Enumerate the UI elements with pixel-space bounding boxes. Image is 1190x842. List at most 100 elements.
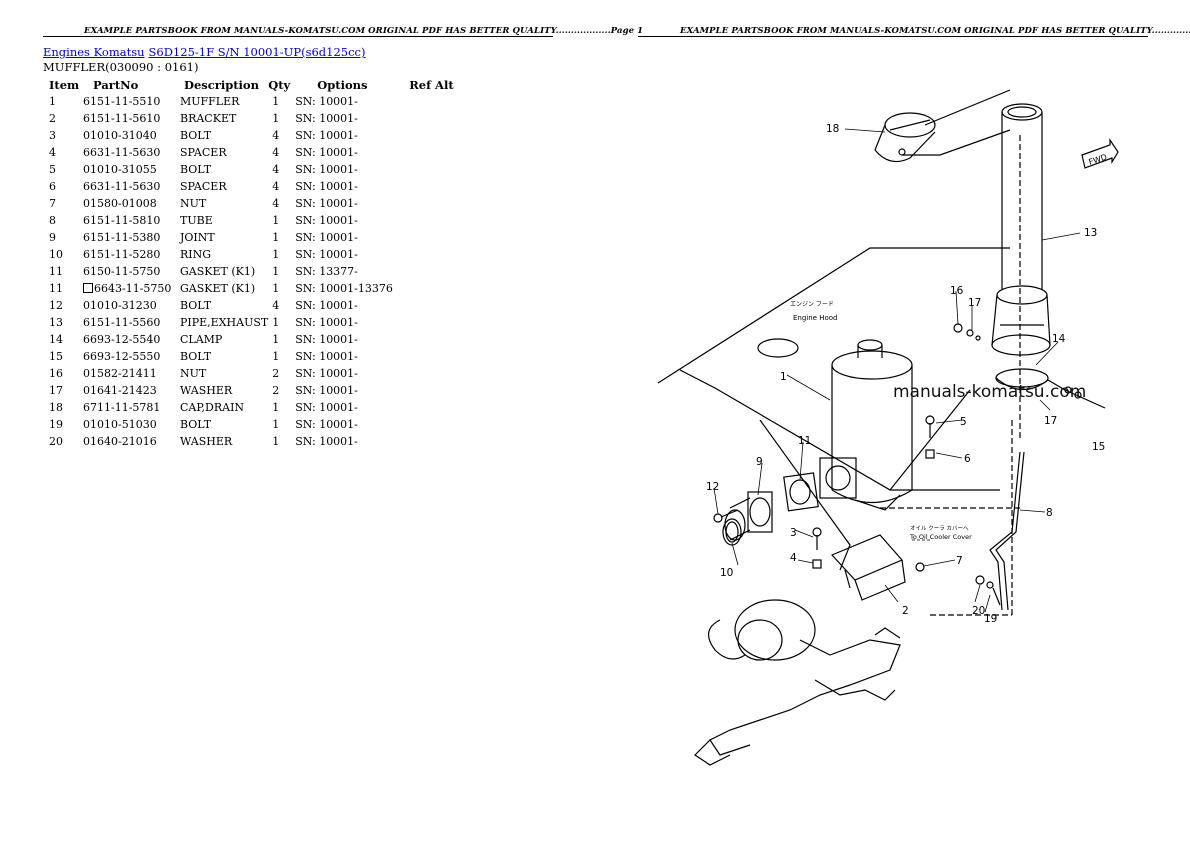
engine-hood-label-jp: エンジン フード — [790, 301, 834, 308]
col-header-ref-alt: Ref Alt — [409, 77, 454, 92]
cell-qty: 1 — [272, 401, 280, 414]
cell-item: 11 — [49, 265, 63, 278]
cell-item: 11 — [49, 282, 63, 295]
cell-ref-alt — [409, 280, 459, 297]
cell-ref-alt — [409, 365, 459, 382]
breadcrumb-link-model[interactable]: S6D125-1F S/N 10001-UP(s6d125cc) — [148, 45, 366, 59]
cell-partno: 01010-31230 — [83, 297, 176, 314]
partno-text: 6150-11-5750 — [83, 265, 161, 278]
fwd-arrow: FWD — [1081, 138, 1119, 169]
cell-description: CAP,DRAIN — [180, 401, 245, 414]
partno-text: 6643-11-5750 — [94, 282, 172, 295]
cell-item: 5 — [49, 163, 56, 176]
cell-qty: 1 — [272, 435, 280, 448]
cell-ref-alt — [409, 382, 459, 399]
callout-19: 19 — [984, 613, 997, 625]
callout-leaders — [713, 128, 1081, 613]
cell-partno: 6711-11-5781 — [83, 399, 176, 416]
cell-item: 8 — [49, 214, 56, 227]
col-header-qty: Qty — [268, 77, 291, 92]
partno-text: 6631-11-5630 — [83, 146, 161, 159]
parts-table: Item PartNo Description Qty Options Ref … — [44, 76, 459, 450]
cell-options: SN: 10001- — [295, 163, 358, 176]
joint — [724, 491, 773, 541]
cell-ref-alt — [409, 229, 459, 246]
cell-description: SPACER — [180, 180, 227, 193]
cell-qty: 1 — [272, 333, 280, 346]
cell-ref-alt — [409, 178, 459, 195]
cell-partno: 6643-11-5750 — [83, 280, 176, 297]
partno-text: 01010-31040 — [83, 129, 157, 142]
cell-options: SN: 10001- — [295, 435, 358, 448]
callout-9: 9 — [756, 456, 763, 468]
cell-item: 1 — [49, 95, 56, 108]
fasteners — [713, 323, 1106, 606]
cell-description: WASHER — [180, 435, 233, 448]
engine-hood-label: Engine Hood — [793, 314, 838, 322]
cell-description: GASKET (K1) — [180, 282, 256, 295]
cell-ref-alt — [409, 331, 459, 348]
cell-partno: 6151-11-5510 — [83, 93, 176, 110]
cell-partno: 6693-12-5550 — [83, 348, 176, 365]
cell-qty: 1 — [272, 316, 280, 329]
page1-header: EXAMPLE PARTSBOOK FROM MANUALS-KOMATSU.C… — [84, 26, 644, 36]
cell-item: 2 — [49, 112, 56, 125]
cell-description: BOLT — [180, 163, 212, 176]
ring — [722, 518, 742, 546]
cell-options: SN: 10001- — [295, 146, 358, 159]
cell-options: SN: 10001- — [295, 350, 358, 363]
cell-options: SN: 10001- — [295, 112, 358, 125]
partno-text: 01640-21016 — [83, 435, 157, 448]
partno-text: 6693-12-5550 — [83, 350, 161, 363]
callout-6: 6 — [964, 453, 971, 465]
changed-marker-icon — [83, 283, 93, 293]
cell-qty: 4 — [272, 180, 280, 193]
cell-ref-alt — [409, 144, 459, 161]
page2-header-rule — [638, 36, 1148, 37]
cell-item: 3 — [49, 129, 56, 142]
cell-qty: 1 — [272, 282, 280, 295]
bracket — [830, 534, 906, 601]
cell-qty: 1 — [272, 418, 280, 431]
cell-ref-alt — [409, 399, 459, 416]
callout-11: 11 — [798, 435, 811, 447]
cell-qty: 1 — [272, 214, 280, 227]
callout-2: 2 — [902, 605, 909, 617]
table-row: 20 01640-21016 WASHER 1 SN: 10001- — [44, 433, 459, 450]
cell-item: 7 — [49, 197, 56, 210]
partno-text: 6151-11-5810 — [83, 214, 161, 227]
cell-options: SN: 10001- — [295, 180, 358, 193]
callout-3: 3 — [790, 527, 797, 539]
page1-header-rule — [43, 36, 553, 37]
callout-17: 17 — [968, 297, 981, 309]
cell-qty: 4 — [272, 146, 280, 159]
tube — [989, 451, 1025, 611]
breadcrumb-link-engines[interactable]: Engines Komatsu — [43, 45, 145, 59]
cell-qty: 1 — [272, 248, 280, 261]
cell-partno: 6151-11-5610 — [83, 110, 176, 127]
cell-ref-alt — [409, 127, 459, 144]
cell-partno: 6151-11-5810 — [83, 212, 176, 229]
partno-text: 6151-11-5560 — [83, 316, 161, 329]
cell-item: 20 — [49, 435, 63, 448]
oil-cooler-label-jp: オイル クーラ カバーへ — [910, 525, 969, 532]
table-header-row: Item PartNo Description Qty Options Ref … — [44, 76, 459, 93]
col-header-options: Options — [317, 77, 368, 92]
gasket — [783, 472, 819, 512]
partno-text: 01641-21423 — [83, 384, 157, 397]
cell-partno: 6631-11-5630 — [83, 144, 176, 161]
callout-15: 15 — [1092, 441, 1105, 453]
cell-partno: 6151-11-5280 — [83, 246, 176, 263]
